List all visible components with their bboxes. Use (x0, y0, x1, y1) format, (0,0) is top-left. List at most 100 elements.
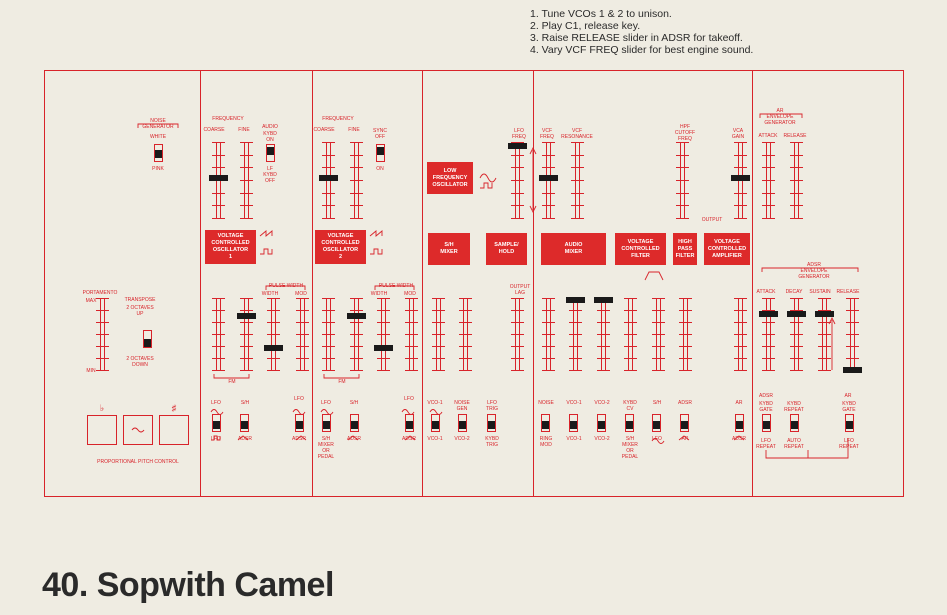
slider-tick (846, 322, 859, 323)
slider-tick (679, 322, 692, 323)
slider-knob[interactable] (566, 297, 585, 303)
slider-tick (790, 205, 803, 207)
slider-tick (597, 358, 610, 359)
slider-knob[interactable] (815, 311, 834, 317)
slider[interactable] (734, 298, 747, 371)
slider[interactable] (815, 298, 834, 371)
slider-knob[interactable] (209, 175, 228, 181)
slider[interactable] (759, 298, 778, 371)
slider[interactable] (566, 297, 585, 371)
slider[interactable] (508, 142, 527, 219)
toggle-switch[interactable] (790, 414, 799, 432)
slider-tick (212, 310, 225, 311)
label-on: ON (376, 166, 384, 172)
slider[interactable] (624, 298, 637, 371)
label-pink: PINK (152, 166, 164, 172)
toggle-switch[interactable] (376, 144, 385, 162)
slider[interactable] (542, 298, 555, 371)
toggle-switch[interactable] (240, 414, 249, 432)
slider-tick (762, 358, 775, 359)
toggle-switch[interactable] (212, 414, 221, 432)
slider[interactable] (790, 142, 803, 219)
label-freq1: FREQUENCY (212, 116, 244, 122)
toggle-switch[interactable] (652, 414, 661, 432)
toggle-switch[interactable] (597, 414, 606, 432)
slider-knob[interactable] (759, 311, 778, 317)
toggle-switch[interactable] (143, 330, 152, 348)
slider[interactable] (240, 142, 253, 219)
slider[interactable] (679, 298, 692, 371)
slider-tick (734, 358, 747, 359)
slider-knob[interactable] (731, 175, 750, 181)
slider[interactable] (731, 142, 750, 219)
toggle-switch[interactable] (762, 414, 771, 432)
slider-tick (511, 142, 524, 143)
slider[interactable] (843, 298, 862, 373)
slider[interactable] (459, 298, 472, 371)
toggle-switch[interactable] (154, 144, 163, 162)
slider[interactable] (652, 298, 665, 371)
slider[interactable] (319, 142, 338, 219)
toggle-switch[interactable] (680, 414, 689, 432)
slider[interactable] (212, 298, 225, 371)
slider-tick (679, 358, 692, 359)
toggle-switch[interactable] (350, 414, 359, 432)
toggle-switch[interactable] (322, 414, 331, 432)
slider-tick (676, 218, 689, 219)
toggle-switch[interactable] (266, 144, 275, 162)
slider-knob[interactable] (237, 313, 256, 319)
slider[interactable] (594, 297, 613, 371)
toggle-switch[interactable] (625, 414, 634, 432)
slider[interactable] (237, 298, 256, 371)
slider-knob[interactable] (319, 175, 338, 181)
slider[interactable] (762, 142, 775, 219)
slider[interactable] (432, 298, 445, 371)
toggle-switch[interactable] (458, 414, 467, 432)
slider[interactable] (405, 298, 418, 371)
slider[interactable] (96, 298, 109, 371)
slider-knob[interactable] (539, 175, 558, 181)
slider-tick (322, 298, 335, 299)
slider-knob[interactable] (787, 311, 806, 317)
slider[interactable] (322, 298, 335, 371)
slider-knob[interactable] (843, 367, 862, 373)
slider-tick (511, 358, 524, 359)
pitch-pad-center[interactable] (123, 415, 153, 445)
slider[interactable] (374, 298, 393, 371)
slider[interactable] (296, 298, 309, 371)
toggle-switch[interactable] (541, 414, 550, 432)
slider-knob[interactable] (508, 143, 527, 149)
toggle-switch[interactable] (569, 414, 578, 432)
pitch-pad-flat[interactable] (87, 415, 117, 445)
toggle-switch[interactable] (405, 414, 414, 432)
label-coarse2: COARSE (313, 127, 335, 133)
slider[interactable] (347, 298, 366, 371)
slider[interactable] (676, 142, 689, 219)
toggle-switch[interactable] (845, 414, 854, 432)
slider[interactable] (539, 142, 558, 219)
slider-tick (652, 310, 665, 311)
slider[interactable] (571, 142, 584, 219)
toggle-switch[interactable] (735, 414, 744, 432)
slider[interactable] (264, 298, 283, 371)
toggle-switch[interactable] (487, 414, 496, 432)
slider-knob[interactable] (594, 297, 613, 303)
slider[interactable] (350, 142, 363, 219)
label-vcf-freq: VCF FREQ (540, 128, 554, 140)
slider-tick (734, 334, 747, 335)
slider-tick (652, 322, 665, 323)
toggle-switch[interactable] (295, 414, 304, 432)
slider[interactable] (787, 298, 806, 371)
slider-knob[interactable] (347, 313, 366, 319)
pitch-pad-sharp[interactable] (159, 415, 189, 445)
slider[interactable] (511, 298, 524, 371)
label-lfo-freq: LFO FREQ (512, 128, 526, 140)
slider-tick (212, 346, 225, 347)
slider-knob[interactable] (374, 345, 393, 351)
slider-tick (350, 167, 363, 169)
slider-tick (511, 192, 524, 194)
toggle-switch[interactable] (431, 414, 440, 432)
slider-tick (322, 322, 335, 323)
slider-knob[interactable] (264, 345, 283, 351)
slider[interactable] (209, 142, 228, 219)
